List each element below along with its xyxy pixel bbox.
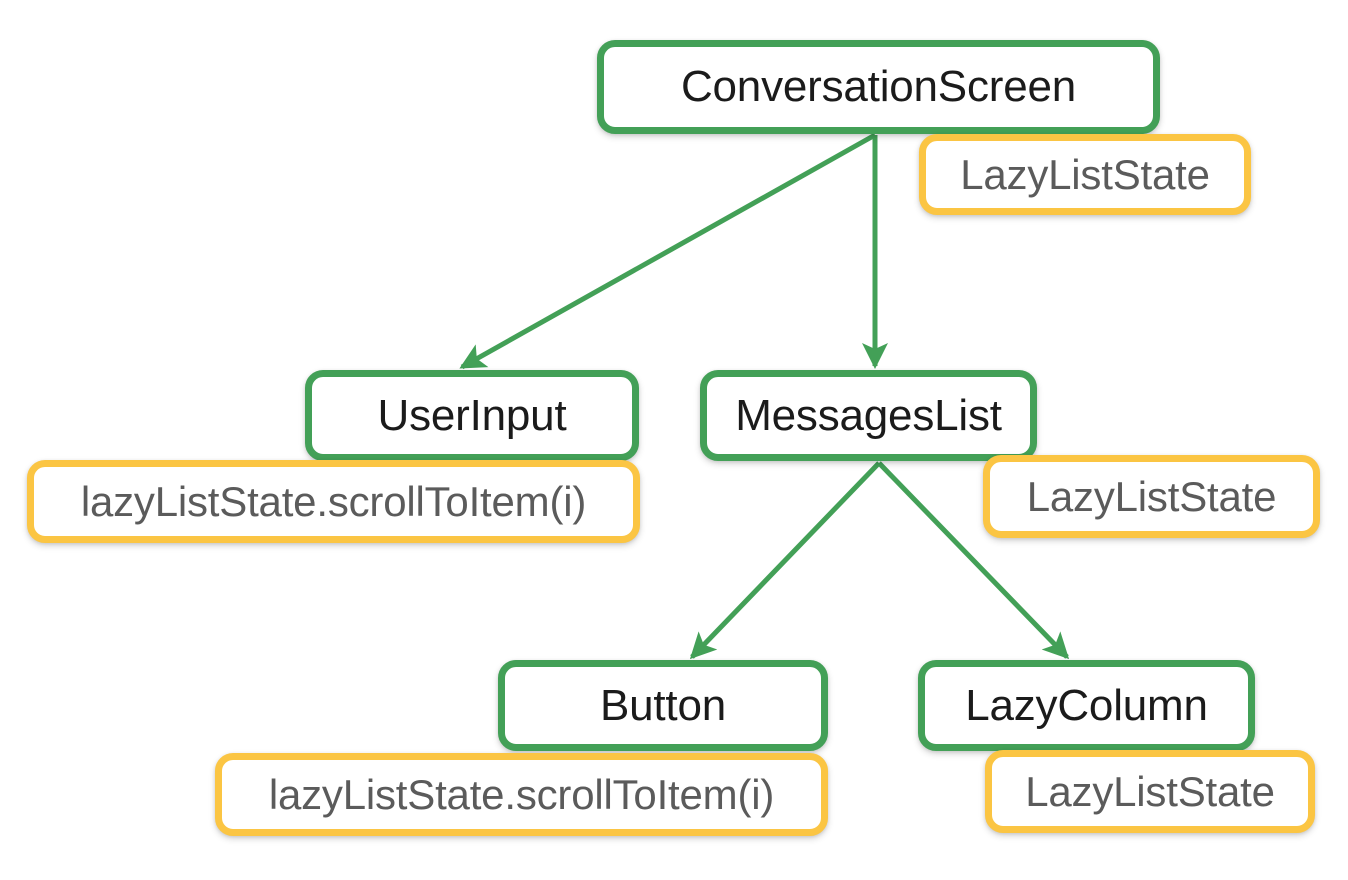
node-state-user-input[interactable]: lazyListState.scrollToItem(i) (27, 460, 640, 543)
node-conversation-screen[interactable]: ConversationScreen (597, 40, 1160, 134)
node-messages-list[interactable]: MessagesList (700, 370, 1037, 461)
node-user-input-label: UserInput (377, 390, 567, 440)
node-state-lazy-column-label: LazyListState (1025, 767, 1275, 815)
node-button[interactable]: Button (498, 660, 828, 751)
node-state-button[interactable]: lazyListState.scrollToItem(i) (215, 753, 828, 836)
node-state-conversation-screen-label: LazyListState (960, 150, 1210, 198)
node-lazy-column-label: LazyColumn (965, 680, 1208, 730)
node-state-lazy-column[interactable]: LazyListState (985, 750, 1315, 833)
node-user-input[interactable]: UserInput (305, 370, 639, 461)
node-state-user-input-label: lazyListState.scrollToItem(i) (80, 477, 587, 525)
node-state-button-label: lazyListState.scrollToItem(i) (268, 770, 775, 818)
node-lazy-column[interactable]: LazyColumn (918, 660, 1255, 751)
node-conversation-screen-label: ConversationScreen (680, 62, 1077, 111)
node-messages-list-label: MessagesList (735, 390, 1002, 440)
edge-conversation-screen-to-user-input (459, 132, 877, 370)
node-state-conversation-screen[interactable]: LazyListState (919, 134, 1251, 215)
node-button-label: Button (599, 680, 726, 730)
node-state-messages-list-label: LazyListState (1026, 472, 1277, 520)
edge-messages-list-to-button (689, 461, 881, 660)
node-state-messages-list[interactable]: LazyListState (983, 455, 1320, 538)
